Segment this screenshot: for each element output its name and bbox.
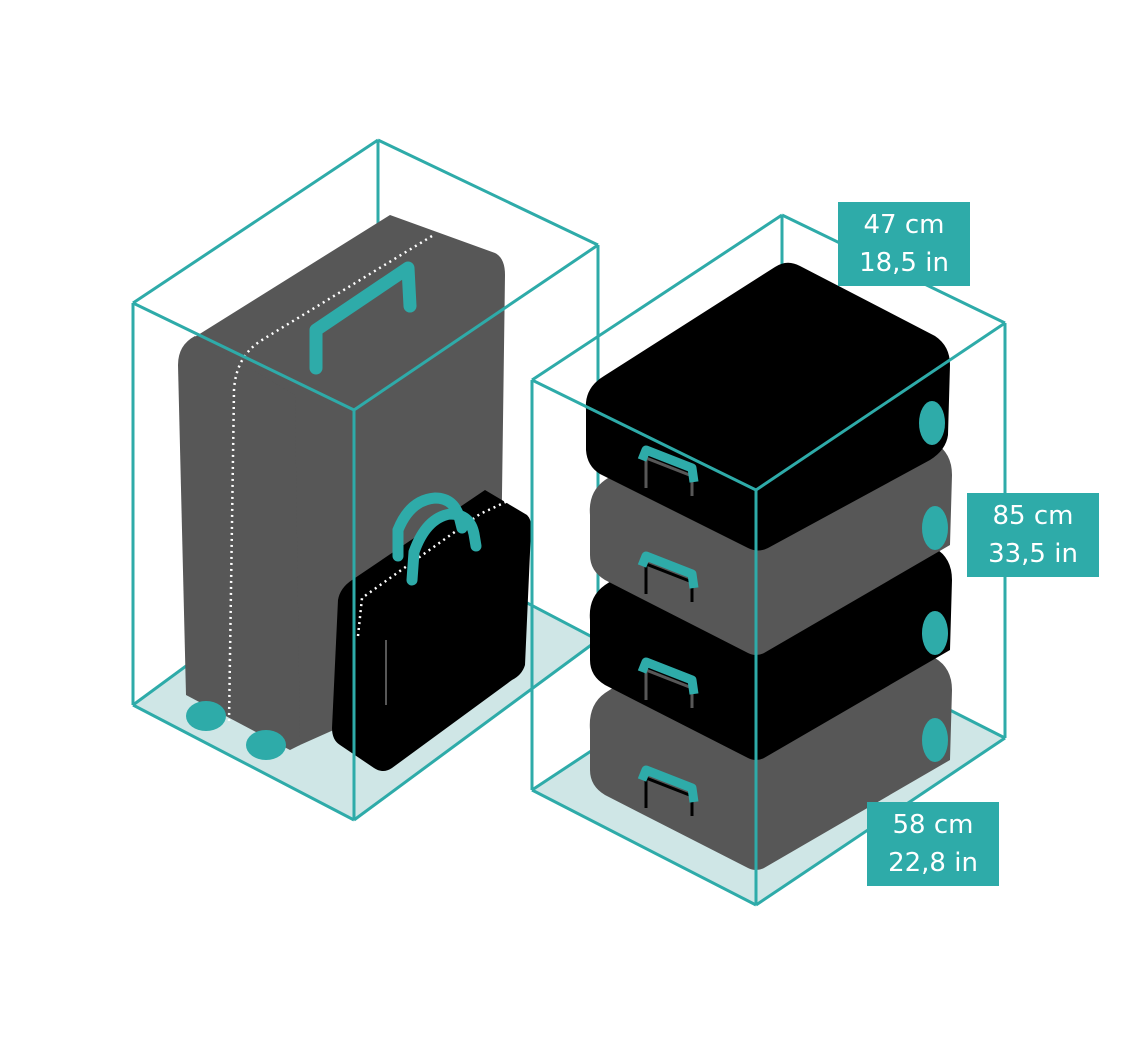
height-in: 33,5 in xyxy=(988,539,1078,569)
height-cm: 85 cm xyxy=(992,501,1074,531)
stacked-cases-icon xyxy=(585,262,952,870)
depth-label: 47 cm 18,5 in xyxy=(838,202,970,286)
depth-in: 18,5 in xyxy=(859,248,949,278)
width-label: 58 cm 22,8 in xyxy=(867,802,999,886)
width-in: 22,8 in xyxy=(888,848,978,878)
suitcase-handle-icon xyxy=(309,261,417,375)
width-cm: 58 cm xyxy=(892,810,974,840)
briefcase-icon xyxy=(332,490,532,771)
height-label: 85 cm 33,5 in xyxy=(967,493,1099,577)
suitcase-wheel-icon xyxy=(186,701,226,731)
briefcase-handle-icon xyxy=(406,508,482,586)
stacked-case-1 xyxy=(585,262,950,551)
right-box-front-edges xyxy=(530,213,1007,907)
suitcase-wheel-icon xyxy=(246,730,286,760)
depth-cm: 47 cm xyxy=(863,210,945,240)
